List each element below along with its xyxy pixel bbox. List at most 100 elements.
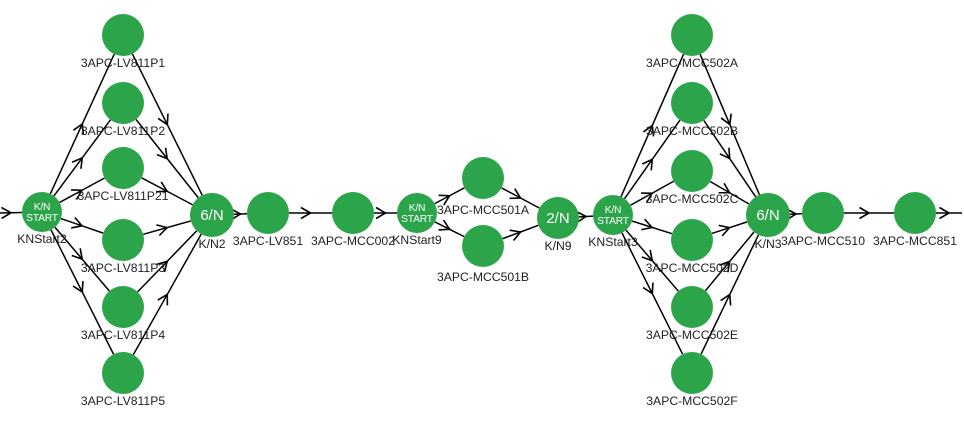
node-group-lv851: 3APC-LV851 [233, 192, 303, 248]
node-inner-text-kn3: 6/N [756, 207, 779, 224]
node-knstart9[interactable] [397, 193, 437, 233]
edge-in-knstart2 [0, 206, 23, 220]
node-label-mcc502a: 3APC-MCC502A [646, 56, 739, 70]
node-inner-text-kn9: 2/N [546, 210, 569, 227]
node-mcc851[interactable] [894, 192, 936, 234]
node-mcc501a[interactable] [462, 157, 504, 199]
node-label-mcc502c: 3APC-MCC502C [646, 192, 739, 206]
node-group-mcc501a: 3APC-MCC501A [437, 157, 530, 217]
node-mcc502a[interactable] [671, 14, 713, 56]
node-p4[interactable] [102, 286, 144, 328]
node-mcc502c[interactable] [671, 150, 713, 192]
node-label-kn3: K/N3 [754, 237, 781, 251]
node-label-knstart9: KNStart9 [392, 233, 442, 247]
node-kn9[interactable] [537, 197, 579, 239]
node-mcc502f[interactable] [671, 352, 713, 394]
edge-kn9-knstart3 [575, 210, 594, 224]
edge-p1-kn2 [131, 53, 203, 196]
edge-layer [0, 53, 962, 356]
edge-knstart3-mcc502f [621, 232, 684, 355]
node-kn2[interactable] [190, 193, 234, 237]
edge-p2-kn2 [135, 118, 199, 199]
node-kn3[interactable] [746, 193, 790, 237]
node-label-p2: 3APC-LV811P2 [81, 124, 165, 138]
node-p5[interactable] [102, 352, 144, 394]
node-group-mcc510: 3APC-MCC510 [781, 192, 865, 248]
edge-mcc502e-kn3 [704, 231, 755, 292]
node-label-p4: 3APC-LV811P4 [81, 328, 165, 342]
edge-mcc502c-kn3 [709, 180, 750, 205]
node-label-p21: 3APC-LV811P21 [77, 189, 168, 203]
node-group-kn2: 6/N K/N2 [190, 193, 234, 251]
edge-knstart3-mcc502e [625, 229, 679, 292]
edge-knstart3-mcc502d [631, 218, 673, 235]
edge-mcc502f-kn3 [700, 234, 760, 355]
edge-mcc501a-kn9 [501, 187, 540, 209]
node-group-p1: 3APC-LV811P1 [81, 14, 165, 70]
node-group-kn3: 6/N K/N3 [746, 193, 790, 251]
node-label-mcc502e: 3APC-MCC502E [646, 328, 738, 342]
node-p3[interactable] [102, 219, 144, 261]
node-mcc510[interactable] [802, 192, 844, 234]
node-group-mcc502a: 3APC-MCC502A [646, 14, 739, 70]
node-label-kn9: K/N9 [544, 239, 571, 253]
node-label-mcc502f: 3APC-MCC502F [646, 394, 737, 408]
edge-knstart9-mcc501a [434, 187, 465, 206]
node-group-p3: 3APC-LV811P3 [81, 219, 165, 275]
node-mcc502b[interactable] [671, 82, 713, 124]
node-p21[interactable] [102, 147, 144, 189]
node-mcc502e[interactable] [671, 286, 713, 328]
edge-knstart2-p2 [53, 119, 112, 197]
node-group-mcc502d: 3APC-MCC502D [646, 219, 739, 275]
node-knstart3[interactable] [593, 195, 633, 235]
node-group-mcc002: 3APC-MCC002 [311, 192, 395, 248]
edge-mcc502d-kn3 [711, 221, 748, 237]
edge-knstart3-mcc502c [630, 180, 675, 206]
node-inner-text-kn2: 6/N [200, 207, 223, 224]
node-knstart2[interactable] [22, 192, 62, 232]
edge-mcc502b-kn3 [703, 119, 757, 198]
node-label-p5: 3APC-LV811P5 [81, 394, 165, 408]
edge-p21-kn2 [141, 177, 193, 206]
node-group-p4: 3APC-LV811P4 [81, 286, 165, 342]
node-label-p1: 3APC-LV811P1 [81, 56, 165, 70]
node-label-mcc510: 3APC-MCC510 [781, 234, 865, 248]
node-p1[interactable] [102, 14, 144, 56]
node-group-p2: 3APC-LV811P2 [81, 82, 165, 138]
edge-knstart2-p3 [60, 217, 104, 234]
node-mcc502d[interactable] [671, 219, 713, 261]
node-group-mcc502b: 3APC-MCC502B [646, 82, 738, 138]
edge-knstart9-mcc501b [434, 219, 465, 238]
edge-knstart3-mcc502a [620, 53, 685, 197]
node-group-p5: 3APC-LV811P5 [81, 352, 165, 408]
node-label-mcc502d: 3APC-MCC502D [646, 261, 739, 275]
node-label-kn2: K/N2 [198, 237, 225, 251]
node-mcc002[interactable] [332, 192, 374, 234]
edge-knstart3-mcc502b [623, 119, 681, 200]
node-label-mcc002: 3APC-MCC002 [311, 234, 395, 248]
edge-knstart2-p21 [59, 177, 105, 204]
node-lv851[interactable] [247, 192, 289, 234]
node-group-mcc501b: 3APC-MCC501B [437, 225, 529, 284]
edge-mcc502a-kn3 [699, 54, 761, 196]
node-label-mcc502b: 3APC-MCC502B [646, 124, 738, 138]
node-group-kn9: 2/N K/N9 [537, 197, 579, 253]
node-label-mcc851: 3APC-MCC851 [873, 234, 957, 248]
edge-knstart2-p5 [50, 229, 115, 355]
node-p2[interactable] [102, 82, 144, 124]
edge-p4-kn2 [137, 230, 198, 293]
node-group-mcc502c: 3APC-MCC502C [646, 150, 739, 206]
node-group-mcc502e: 3APC-MCC502E [646, 286, 738, 342]
edge-knstart2-p4 [54, 226, 110, 292]
node-mcc501b[interactable] [462, 225, 504, 267]
node-group-p21: 3APC-LV811P21 [77, 147, 169, 203]
